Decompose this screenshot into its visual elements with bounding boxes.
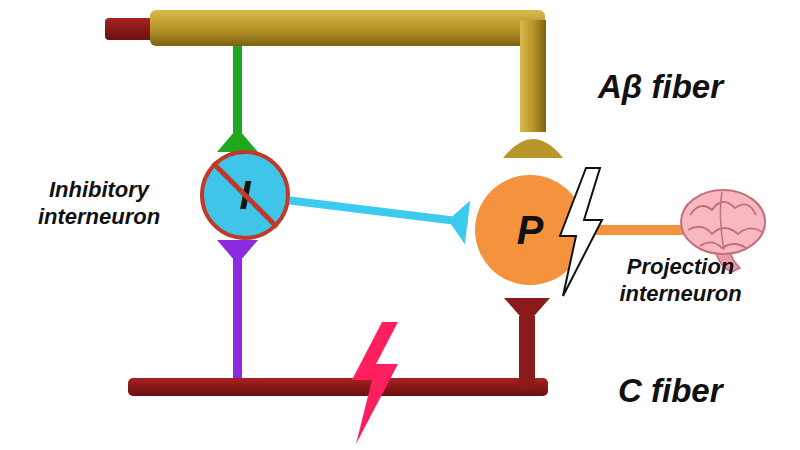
projection-neuron: PProjection interneuron [475, 175, 585, 285]
abeta-terminal [503, 139, 563, 158]
output-axon [580, 225, 685, 235]
pain-bolt [352, 322, 398, 444]
abeta-fiber [150, 10, 545, 46]
green-axon [233, 46, 242, 138]
abeta-fiber-branch [520, 20, 546, 132]
c-fiber [128, 378, 548, 396]
green-terminal [217, 128, 258, 152]
neuron-letter: P [475, 175, 585, 285]
neuron-label: Projection interneuron [603, 253, 758, 307]
c-terminal [504, 298, 550, 324]
fiber-label: C fiber [618, 372, 723, 410]
purple-axon [233, 258, 242, 384]
fiber-label: Aβ fiber [598, 68, 723, 106]
synapse-connector [290, 200, 471, 244]
inhibitory-neuron: IInhibitory interneuron [200, 150, 290, 240]
neuron-letter: I [204, 154, 286, 236]
c-fiber-branch [519, 316, 535, 388]
neuron-label: Inhibitory interneuron [24, 176, 174, 230]
